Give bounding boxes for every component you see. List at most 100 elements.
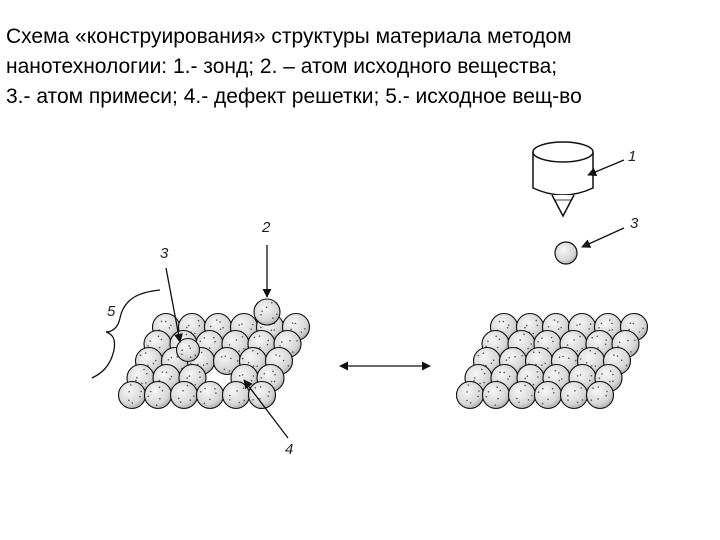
atom-texture-dot [271,381,273,383]
atom-texture-dot [216,319,218,321]
atom-texture-dot [242,358,244,360]
atom-texture-dot [619,342,621,344]
atom-texture-dot [581,348,583,350]
atom-texture-dot [139,396,141,398]
atom-texture-dot [601,373,603,375]
atom-texture-dot [229,399,231,401]
atom-texture-dot [194,333,196,335]
atom-texture-dot [579,323,581,325]
atom-texture-dot [272,317,274,319]
atom-texture-dot [601,323,603,325]
atom-texture-dot [627,340,629,342]
atom-texture-dot [283,360,285,362]
atom-texture-dot [219,321,221,323]
atom-texture-dot [189,375,191,377]
atom-texture-dot [143,369,145,371]
atom-texture-dot [204,337,206,339]
atom-texture-dot [630,351,632,353]
atom-texture-dot [301,331,303,333]
atom-texture-dot [222,327,224,329]
atom-texture-dot [483,352,485,354]
atom-texture-dot [628,329,630,331]
atom-texture-dot [150,391,152,393]
atom-texture-dot [609,319,611,321]
atom-texture-dot [159,398,161,400]
atom-texture-dot [582,399,584,401]
atom-texture-dot [261,377,263,379]
atom-texture-dot [580,374,582,376]
atom-texture-dot [229,370,231,372]
atom-texture-dot [242,374,244,376]
lattice-atom [197,382,224,409]
atom-texture-dot [520,390,522,392]
atom-texture-dot [256,365,258,367]
atom-texture-dot [241,323,243,325]
atom-texture-dot [194,384,196,386]
atom-texture-dot [250,328,252,330]
atom-texture-dot [562,356,564,358]
atom-texture-dot [495,336,497,338]
atom-texture-dot [166,372,168,374]
atom-texture-dot [254,337,256,339]
atom-texture-dot [567,395,569,397]
atom-texture-dot [573,339,575,341]
atom-texture-dot [547,347,549,349]
atom-texture-dot [567,399,569,401]
atom-texture-dot [261,310,263,312]
atom-texture-dot [147,345,149,347]
label-source-atom: 2 [261,219,271,236]
atom-texture-dot [633,323,635,325]
atom-texture-dot [609,329,611,331]
atom-texture-dot [274,381,276,383]
atom-texture-dot [552,341,554,343]
atom-texture-dot [558,380,560,382]
atom-texture-dot [595,365,597,367]
atom-texture-dot [220,329,222,331]
impurity-atom-right [555,242,577,264]
atom-texture-dot [466,391,468,393]
atom-texture-dot [516,398,518,400]
atom-texture-dot [524,327,526,329]
atom-texture-dot [612,329,614,331]
atom-texture-dot [140,354,142,356]
atom-texture-dot [499,390,501,392]
atom-texture-dot [605,395,607,397]
atom-texture-dot [533,384,535,386]
atom-texture-dot [508,357,510,359]
atom-texture-dot [182,390,184,392]
atom-texture-dot [574,390,576,392]
atom-texture-dot [531,395,533,397]
atom-texture-dot [279,345,281,347]
atom-texture-dot [579,336,581,338]
atom-texture-dot [271,330,273,332]
atom-texture-dot [141,383,143,385]
atom-texture-dot [242,336,244,338]
atom-texture-dot [555,370,557,372]
atom-texture-dot [257,353,259,355]
atom-texture-dot [210,326,212,328]
atom-texture-dot [559,356,561,358]
atom-texture-dot [481,369,483,371]
atom-texture-dot [156,404,158,406]
atom-texture-dot [552,388,554,390]
atom-texture-dot [230,358,232,360]
lattice-atom [119,382,146,409]
atom-texture-dot [145,352,147,354]
atom-texture-dot [229,344,231,346]
atom-texture-dot [499,371,501,373]
atom-texture-dot [238,324,240,326]
atom-texture-dot [630,322,632,324]
atom-texture-dot [158,336,160,338]
atom-texture-dot [483,382,485,384]
atom-texture-dot [539,352,541,354]
atom-texture-dot [260,386,262,388]
atom-texture-dot [613,354,615,356]
atom-texture-dot [213,337,215,339]
atom-texture-dot [275,354,277,356]
atom-texture-dot [201,352,203,354]
atom-texture-dot [268,340,270,342]
atom-texture-dot [544,363,546,365]
atom-texture-dot [503,321,505,323]
atom-texture-dot [597,398,599,400]
